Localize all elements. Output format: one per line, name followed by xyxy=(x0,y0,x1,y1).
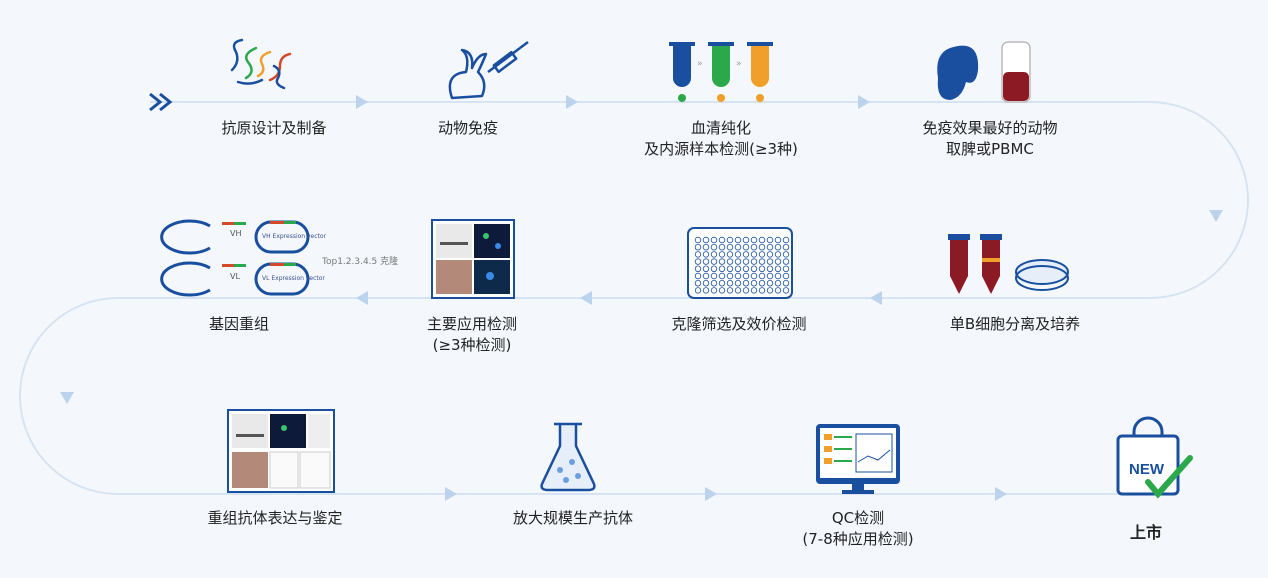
step-launch: 上市 xyxy=(1130,522,1162,543)
step-label: 动物免疫 xyxy=(437,119,499,137)
svg-text:»: » xyxy=(736,59,742,69)
step-sublabel: 取脾或PBMC xyxy=(946,140,1034,158)
b-cell-culture-icon xyxy=(948,234,1069,294)
step-spleen-pbmc: 免疫效果最好的动物 取脾或PBMC xyxy=(922,118,1057,160)
flask-icon xyxy=(540,422,596,492)
vl-label: VL xyxy=(230,272,240,281)
step-animal-immunization: 动物免疫 xyxy=(438,118,498,139)
step-sublabel: 及内源样本检测(≥3种) xyxy=(644,140,798,158)
vh-label: VH xyxy=(230,229,242,238)
step-scale-up-production: 放大规模生产抗体 xyxy=(513,508,633,529)
application-detection-icon xyxy=(431,219,515,299)
svg-text:»: » xyxy=(697,59,703,69)
arrow-icon xyxy=(705,487,717,501)
step-qc-detection: QC检测 (7-8种应用检测) xyxy=(802,508,913,550)
well-plate-icon xyxy=(687,227,793,299)
step-expression-identification: 重组抗体表达与鉴定 xyxy=(207,508,342,529)
arrow-icon xyxy=(1209,210,1223,222)
new-bag-icon xyxy=(1116,416,1193,499)
step-label: 重组抗体表达与鉴定 xyxy=(207,509,343,527)
step-label: 放大规模生产抗体 xyxy=(512,509,634,527)
step-application-detection: 主要应用检测 (≥3种检测) xyxy=(427,314,517,356)
arrow-icon xyxy=(356,291,368,305)
arrow-icon xyxy=(995,487,1007,501)
step-label: 克隆筛选及效价检测 xyxy=(671,315,807,333)
serum-purification-icon: » » xyxy=(669,42,773,102)
step-antigen-design: 抗原设计及制备 xyxy=(221,118,326,139)
step-serum-purification: 血清纯化 及内源样本检测(≥3种) xyxy=(644,118,798,160)
step-label: 抗原设计及制备 xyxy=(221,119,327,137)
arrow-icon xyxy=(445,487,457,501)
arrow-icon xyxy=(870,291,882,305)
step-label: 免疫效果最好的动物 xyxy=(922,119,1058,137)
step-label: 基因重组 xyxy=(208,315,270,333)
rabbit-syringe-icon xyxy=(448,41,529,100)
step-label: 单B细胞分离及培养 xyxy=(949,315,1081,333)
plasmid-color-bars xyxy=(222,221,296,267)
vh-vector-label: VH Expression vector xyxy=(262,233,327,240)
arrow-icon xyxy=(566,95,578,109)
flow-line xyxy=(19,101,1249,495)
arrow-icon xyxy=(858,95,870,109)
step-label: 血清纯化 xyxy=(690,119,752,137)
expression-identification-icon xyxy=(227,409,335,493)
vl-vector-label: VL Expression vector xyxy=(262,275,325,282)
clone-note: Top1.2.3.4.5 克隆 xyxy=(322,257,399,267)
step-b-cell-culture: 单B细胞分离及培养 xyxy=(950,314,1080,335)
step-label: QC检测 xyxy=(831,509,885,527)
arrow-icon xyxy=(580,291,592,305)
arrow-icon xyxy=(60,392,74,404)
qc-monitor-icon xyxy=(816,424,900,494)
step-label: 主要应用检测 xyxy=(426,315,518,333)
start-chevron-icon xyxy=(149,92,173,112)
arrow-icon xyxy=(356,95,368,109)
step-gene-recombination: 基因重组 xyxy=(209,314,269,335)
antigen-design-icon xyxy=(230,38,292,90)
step-clone-screening: 克隆筛选及效价检测 xyxy=(671,314,806,335)
new-badge-text: NEW xyxy=(1129,461,1165,478)
spleen-blood-icon xyxy=(937,41,1031,103)
step-sublabel: (≥3种检测) xyxy=(432,336,512,354)
step-label: 上市 xyxy=(1129,523,1163,542)
step-sublabel: (7-8种应用检测) xyxy=(802,530,914,548)
